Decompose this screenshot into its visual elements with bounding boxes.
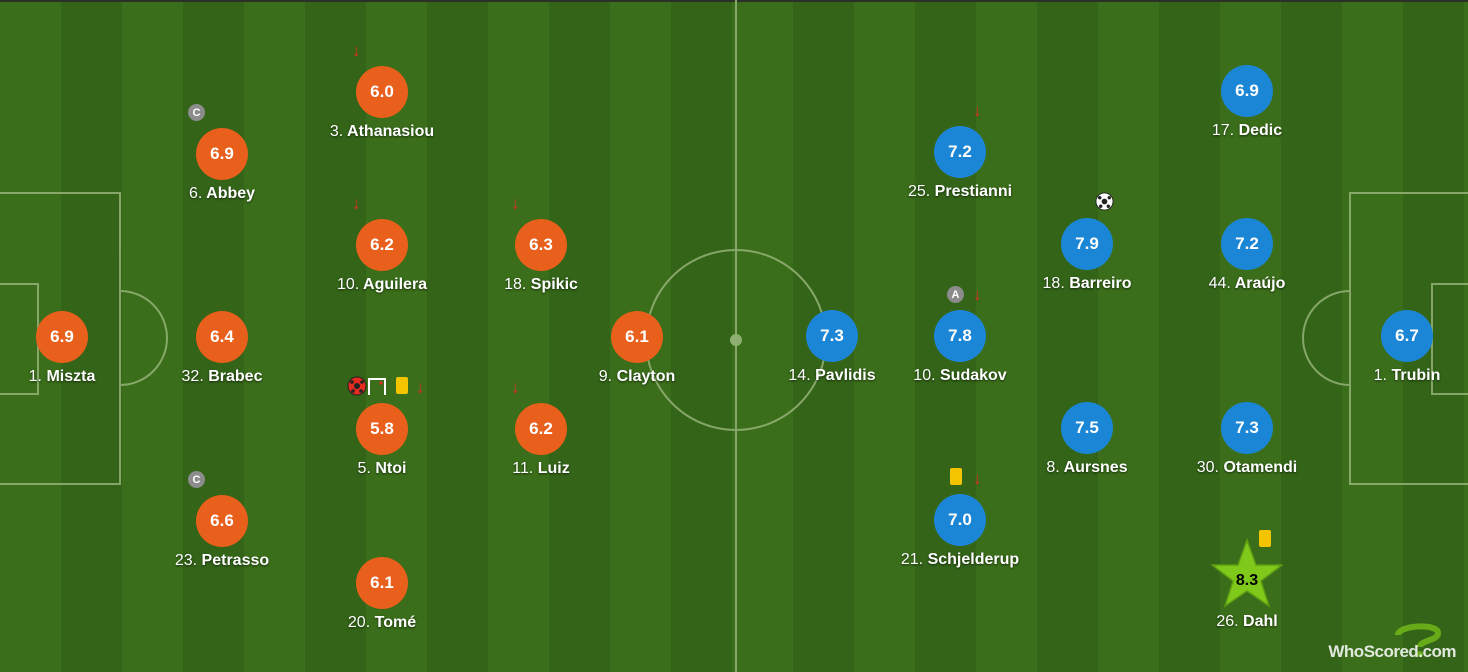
rating-badge: 6.3 bbox=[515, 219, 567, 271]
player-name: 30. Otamendi bbox=[1196, 459, 1298, 476]
sub-off-arrow-icon: ↓ bbox=[416, 378, 425, 397]
sub-off-arrow-icon: ↓ bbox=[973, 469, 982, 488]
yellow-card-icon bbox=[1259, 530, 1271, 547]
sub-off-arrow-icon: ↓ bbox=[973, 101, 982, 120]
rating-badge: 7.5 bbox=[1061, 402, 1113, 454]
rating-badge: 6.9 bbox=[36, 311, 88, 363]
rating-badge: 7.2 bbox=[934, 126, 986, 178]
player-name: 18. Spikic bbox=[504, 276, 578, 293]
sub-off-arrow-icon: ↓ bbox=[973, 285, 982, 304]
rating-badge: 6.1 bbox=[611, 311, 663, 363]
player-name: 9. Clayton bbox=[598, 368, 676, 385]
player-name: 10. Sudakov bbox=[913, 367, 1007, 384]
sub-off-arrow-icon: ↓ bbox=[511, 194, 520, 213]
player-name: 3. Athanasiou bbox=[329, 123, 435, 140]
whoscored-logo-icon bbox=[1395, 623, 1442, 657]
yellow-card-icon bbox=[396, 377, 408, 394]
rating-badge: 7.2 bbox=[1221, 218, 1273, 270]
rating-badge: 6.4 bbox=[196, 311, 248, 363]
player-name: 20. Tomé bbox=[347, 614, 417, 631]
player-name: 44. Araújo bbox=[1208, 275, 1286, 292]
rating-badge: 7.0 bbox=[934, 494, 986, 546]
rating-badge: 6.6 bbox=[196, 495, 248, 547]
player-name: 10. Aguilera bbox=[336, 276, 428, 293]
player-name: 11. Luiz bbox=[512, 460, 570, 477]
player-name: 23. Petrasso bbox=[174, 552, 270, 569]
assist-badge: A bbox=[947, 286, 964, 303]
captain-badge: C bbox=[188, 104, 205, 121]
rating-badge: 6.2 bbox=[515, 403, 567, 455]
player-name: 32. Brabec bbox=[181, 368, 263, 385]
rating-badge: 8.3 bbox=[1235, 572, 1259, 589]
sub-off-arrow-icon: ↓ bbox=[511, 378, 520, 397]
rating-badge: 6.2 bbox=[356, 219, 408, 271]
rating-badge: 5.8 bbox=[356, 403, 408, 455]
rating-badge: 6.9 bbox=[196, 128, 248, 180]
captain-badge: C bbox=[188, 471, 205, 488]
rating-badge: 7.3 bbox=[1221, 402, 1273, 454]
player-name: 21. Schjelderup bbox=[900, 551, 1020, 568]
player-name: 14. Pavlidis bbox=[788, 367, 876, 384]
rating-badge: 6.1 bbox=[356, 557, 408, 609]
rating-badge: 7.8 bbox=[934, 310, 986, 362]
sub-off-arrow-icon: ↓ bbox=[352, 194, 361, 213]
own-goal-icon bbox=[347, 376, 386, 396]
player-name: 5. Ntoi bbox=[357, 460, 407, 477]
player-name: 25. Prestianni bbox=[907, 183, 1013, 200]
rating-badge: 6.9 bbox=[1221, 65, 1273, 117]
rating-badge: 6.0 bbox=[356, 66, 408, 118]
player-name: 6. Abbey bbox=[188, 185, 256, 202]
rating-badge: 7.3 bbox=[806, 310, 858, 362]
rating-badge: 7.9 bbox=[1061, 218, 1113, 270]
player-name: 17. Dedic bbox=[1211, 122, 1283, 139]
player-name: 8. Aursnes bbox=[1046, 459, 1128, 476]
yellow-card-icon bbox=[950, 468, 962, 485]
rating-badge: 6.7 bbox=[1381, 310, 1433, 362]
player-name: 26. Dahl bbox=[1216, 613, 1278, 630]
man-of-the-match-star-icon bbox=[1211, 538, 1283, 608]
player-name: 1. Trubin bbox=[1373, 367, 1441, 384]
goal-ball-icon bbox=[1095, 192, 1114, 211]
player-name: 1. Miszta bbox=[28, 368, 96, 385]
sub-off-arrow-icon: ↓ bbox=[352, 41, 361, 60]
player-name: 18. Barreiro bbox=[1042, 275, 1132, 292]
whoscored-brand[interactable]: WhoScored.com bbox=[1328, 642, 1456, 661]
